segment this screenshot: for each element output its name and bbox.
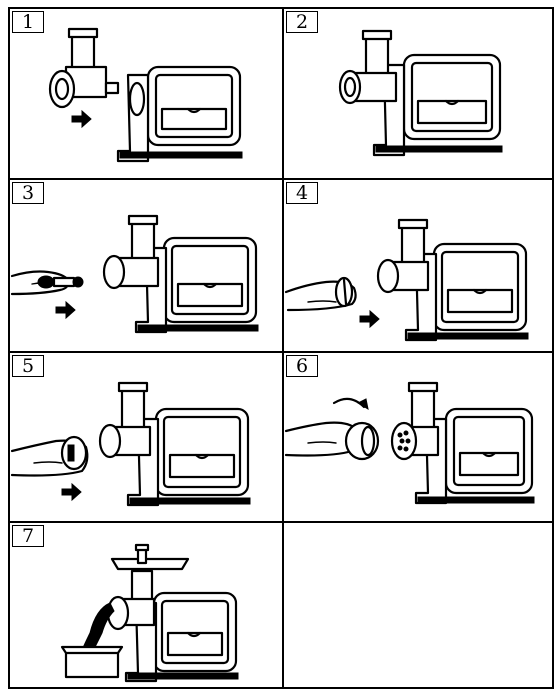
step-number: 3: [12, 182, 44, 204]
step-panel-2: 2: [282, 7, 554, 180]
step-panel-4: 4: [282, 178, 554, 353]
instruction-sheet: 1 2: [8, 7, 554, 689]
arrow-icon: [71, 109, 92, 129]
step-panel-6: 6: [282, 351, 554, 523]
step-illustration: [284, 381, 535, 505]
step-number: 6: [286, 355, 318, 377]
arrow-icon: [61, 482, 82, 502]
food-tray: [110, 543, 190, 571]
step-number: 7: [12, 525, 44, 547]
grinder-body: [116, 65, 243, 163]
hand-with-blade: [284, 276, 357, 312]
collection-box: [60, 645, 124, 679]
step-illustration: [10, 214, 259, 334]
step-illustration: [284, 218, 529, 342]
step-number: 2: [286, 11, 318, 33]
step-illustration: [338, 29, 503, 157]
step-number: 1: [12, 11, 44, 33]
empty-panel: [282, 521, 554, 689]
step-illustration: [48, 27, 243, 163]
hand-with-ring: [284, 421, 380, 461]
step-panel-7: 7: [8, 521, 284, 689]
hand-with-disc: [10, 435, 89, 477]
perforated-plate: [397, 430, 411, 452]
step-panel-3: 3: [8, 178, 284, 353]
step-panel-5: 5: [8, 351, 284, 523]
arrow-icon: [55, 300, 76, 320]
arrow-icon: [359, 309, 380, 329]
hand-with-blade: [10, 270, 84, 296]
step-illustration: [10, 381, 251, 507]
step-number: 4: [286, 182, 318, 204]
step-panel-1: 1: [8, 7, 284, 180]
auger-assembly: [48, 27, 120, 109]
step-illustration: [60, 543, 239, 683]
step-number: 5: [12, 355, 44, 377]
